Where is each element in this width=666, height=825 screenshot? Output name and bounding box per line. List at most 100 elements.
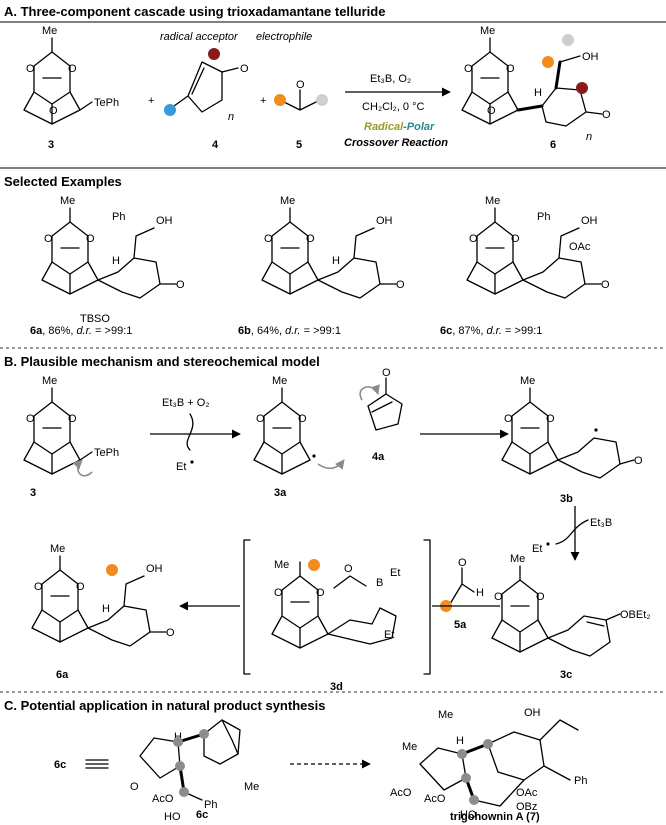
- gray-circle: [175, 761, 185, 771]
- molecule-6a: Me O O Ph OH O H TBSO: [41, 195, 185, 325]
- teph-label: TePh: [94, 97, 119, 109]
- oac-label: OAc: [569, 241, 591, 253]
- reagents-top: Et₃B, O₂: [370, 73, 411, 85]
- electrophile-label: electrophile: [256, 31, 312, 43]
- crossover-line1: Radical-Polar: [364, 121, 435, 133]
- o-label: O: [296, 79, 305, 91]
- dark-red-dot: [576, 82, 588, 94]
- molecule-3d: Me O O O B Et Et: [271, 559, 400, 649]
- o-label: O: [86, 233, 95, 245]
- o-label: O: [44, 233, 53, 245]
- compound-3d-label: 3d: [330, 681, 343, 693]
- gray-circle: [199, 729, 209, 739]
- o-label: O: [546, 413, 555, 425]
- blue-dot: [164, 104, 176, 116]
- n-label: n: [228, 111, 234, 123]
- ph-label: Ph: [112, 211, 125, 223]
- oh-label: OH: [146, 563, 163, 575]
- oac-label: AcO: [152, 793, 174, 805]
- o-label: O: [316, 587, 325, 599]
- molecule-4: O n: [173, 61, 249, 123]
- orange-dot: [274, 94, 286, 106]
- compound-5-label: 5: [296, 139, 302, 151]
- dark-red-dot: [208, 48, 220, 60]
- me-label: Me: [480, 25, 495, 37]
- me-label: Me: [485, 195, 500, 207]
- o-label: O: [240, 63, 249, 75]
- o-label: O: [256, 413, 265, 425]
- transition-state-bracket: [243, 539, 431, 675]
- section-b-title: B. Plausible mechanism and stereochemica…: [4, 354, 320, 369]
- o-label: O: [130, 781, 139, 793]
- molecule-6c: Me O O Ph OH OAc O: [466, 195, 610, 299]
- me-label: Me: [272, 375, 287, 387]
- molecule-3b: Me O O O: [501, 375, 643, 479]
- oh-label: OH: [156, 215, 173, 227]
- o-label: O: [34, 581, 43, 593]
- molecule-6c-redrawn: O AcO Ph HO Me H: [130, 719, 259, 823]
- me-label: Me: [50, 543, 65, 555]
- curved-arrow: [186, 413, 194, 451]
- radical-acceptor-label: radical acceptor: [160, 31, 239, 43]
- compound-4a-label: 4a: [372, 451, 385, 463]
- o-label: O: [469, 233, 478, 245]
- h-label: H: [332, 255, 340, 267]
- o-label: O: [298, 413, 307, 425]
- o-label: O: [264, 233, 273, 245]
- section-c-title: C. Potential application in natural prod…: [4, 698, 325, 713]
- molecule-5a: O H: [449, 557, 484, 605]
- gray-dot: [562, 34, 574, 46]
- trigohownin-label: trigohownin A (7): [450, 811, 540, 823]
- h-label: H: [456, 735, 464, 747]
- plus-sign: +: [148, 95, 154, 107]
- example-6c-caption: 6c, 87%, d.r. = >99:1: [440, 325, 542, 337]
- compound-5a-label: 5a: [454, 619, 467, 631]
- me-label: Me: [42, 25, 57, 37]
- et-radical: Et: [532, 543, 542, 555]
- compound-3b-label: 3b: [560, 493, 573, 505]
- o-label: O: [487, 105, 496, 117]
- me-label: Me: [274, 559, 289, 571]
- o-label: O: [494, 591, 503, 603]
- oac-label: OAc: [516, 787, 538, 799]
- ho-label: HO: [460, 809, 477, 821]
- molecule-5: O: [279, 79, 321, 111]
- me-label: Me: [280, 195, 295, 207]
- me-label: Me: [60, 195, 75, 207]
- compound-3-label: 3: [48, 139, 54, 151]
- oh-label: OH: [524, 707, 541, 719]
- o-label: O: [68, 63, 77, 75]
- b-label: B: [376, 577, 383, 589]
- me-label: Me: [402, 741, 417, 753]
- ho-label: HO: [164, 811, 181, 823]
- h-label: H: [112, 255, 120, 267]
- gray-circle: [173, 737, 183, 747]
- et-label: Et: [390, 567, 400, 579]
- et-radical: Et: [176, 461, 186, 473]
- o-label: O: [536, 591, 545, 603]
- o-label: O: [166, 627, 175, 639]
- o-label: O: [382, 367, 391, 379]
- gray-circle: [461, 773, 471, 783]
- reagents-bottom: CH₂Cl₂, 0 °C: [362, 101, 425, 113]
- tbso-label: TBSO: [80, 313, 110, 325]
- me-label: Me: [42, 375, 57, 387]
- h-label: H: [534, 87, 542, 99]
- me-label: Me: [438, 709, 453, 721]
- oh-label: OH: [376, 215, 393, 227]
- gray-circle: [457, 749, 467, 759]
- crossover-line2: Crossover Reaction: [344, 137, 448, 149]
- selected-examples-title: Selected Examples: [4, 174, 122, 189]
- reagent-et3b-o2: Et₃B + O₂: [162, 397, 210, 409]
- aco-label: AcO: [424, 793, 446, 805]
- gray-circle: [483, 739, 493, 749]
- gray-circle: [179, 787, 189, 797]
- molecule-4a: O: [359, 367, 403, 431]
- o-label: O: [511, 233, 520, 245]
- molecule-3: Me O O O TePh: [23, 25, 119, 125]
- o-label: O: [26, 413, 35, 425]
- o-label: O: [176, 279, 185, 291]
- o-label: O: [506, 63, 515, 75]
- ph-label: Ph: [537, 211, 550, 223]
